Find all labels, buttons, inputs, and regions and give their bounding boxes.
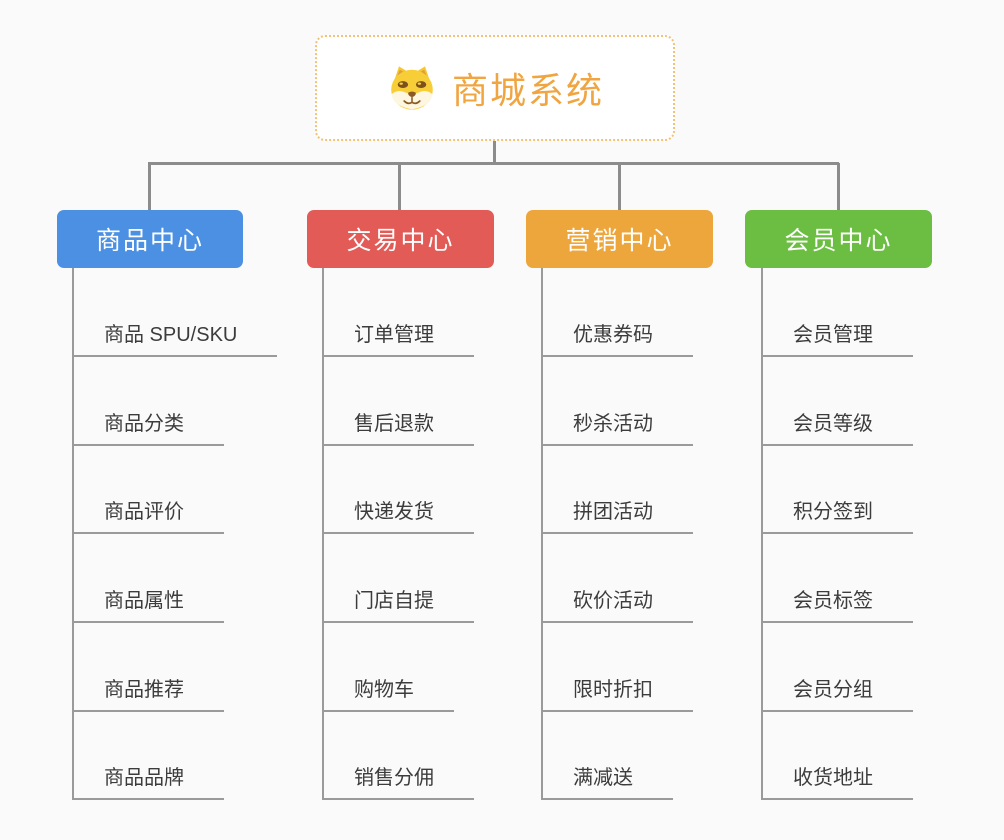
root-stub-connector	[493, 141, 496, 163]
horizontal-connector	[148, 162, 839, 165]
child-node[interactable]: 砍价活动	[541, 588, 693, 623]
dog-face-icon	[391, 66, 433, 110]
child-node[interactable]: 商品评价	[72, 499, 224, 534]
child-node[interactable]: 收货地址	[761, 765, 913, 800]
child-node[interactable]: 商品推荐	[72, 677, 224, 712]
branch-node-marketing-center[interactable]: 营销中心	[526, 210, 713, 268]
child-node[interactable]: 会员管理	[761, 322, 913, 357]
child-node[interactable]: 秒杀活动	[541, 411, 693, 446]
child-node[interactable]: 门店自提	[322, 588, 474, 623]
branch-node-member-center[interactable]: 会员中心	[745, 210, 932, 268]
child-node[interactable]: 会员等级	[761, 411, 913, 446]
child-node[interactable]: 会员分组	[761, 677, 913, 712]
root-node[interactable]: 商城系统	[315, 35, 675, 141]
child-node[interactable]: 积分签到	[761, 499, 913, 534]
branch-drop-connector	[148, 163, 151, 210]
child-node[interactable]: 商品分类	[72, 411, 224, 446]
child-node[interactable]: 限时折扣	[541, 677, 693, 712]
child-node[interactable]: 售后退款	[322, 411, 474, 446]
child-node[interactable]: 购物车	[322, 677, 454, 712]
branch-node-product-center[interactable]: 商品中心	[57, 210, 243, 268]
branch-node-trade-center[interactable]: 交易中心	[307, 210, 494, 268]
root-node-title: 商城系统	[451, 70, 604, 111]
branch-drop-connector	[837, 163, 840, 210]
child-node[interactable]: 商品属性	[72, 588, 224, 623]
child-node[interactable]: 拼团活动	[541, 499, 693, 534]
child-node[interactable]: 优惠券码	[541, 322, 693, 357]
branch-drop-connector	[618, 163, 621, 210]
child-node[interactable]: 商品 SPU/SKU	[72, 322, 278, 357]
child-node[interactable]: 满减送	[541, 765, 673, 800]
child-node[interactable]: 销售分佣	[322, 765, 474, 800]
child-node[interactable]: 商品品牌	[72, 765, 224, 800]
child-node[interactable]: 会员标签	[761, 588, 913, 623]
child-node[interactable]: 快递发货	[322, 499, 474, 534]
branch-drop-connector	[398, 163, 401, 210]
child-node[interactable]: 订单管理	[322, 322, 474, 357]
